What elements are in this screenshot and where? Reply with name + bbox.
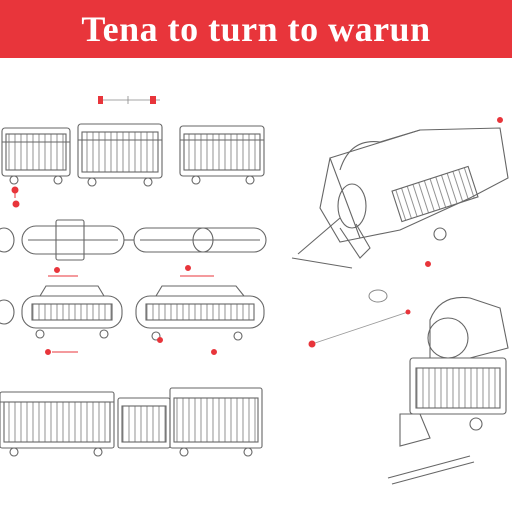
tank-capsule-icon <box>133 227 267 253</box>
red-markers-row3 <box>45 337 217 355</box>
trailer-outline-icon <box>77 123 163 187</box>
red-markers-row2 <box>48 265 214 277</box>
machine-perspective-icon <box>387 296 509 485</box>
trailer-outline-icon <box>117 387 263 457</box>
bus-outline-icon <box>135 285 265 341</box>
truck-perspective-icon <box>291 127 509 269</box>
trailer-outline-icon <box>1 127 71 185</box>
diagram-canvas <box>0 58 512 512</box>
bus-outline-icon <box>0 285 123 339</box>
title-banner: Tena to turn to warun <box>0 0 512 58</box>
trailer-outline-icon <box>179 125 265 185</box>
tank-capsule-icon <box>0 219 134 261</box>
trailer-outline-icon <box>0 391 115 457</box>
page-title: Tena to turn to warun <box>81 9 431 49</box>
red-markers-truck <box>425 117 503 267</box>
technical-drawing <box>0 96 509 485</box>
leader-pointer-icon <box>308 289 411 348</box>
red-markers-row1 <box>11 186 20 208</box>
top-dimension-marks <box>98 96 160 104</box>
